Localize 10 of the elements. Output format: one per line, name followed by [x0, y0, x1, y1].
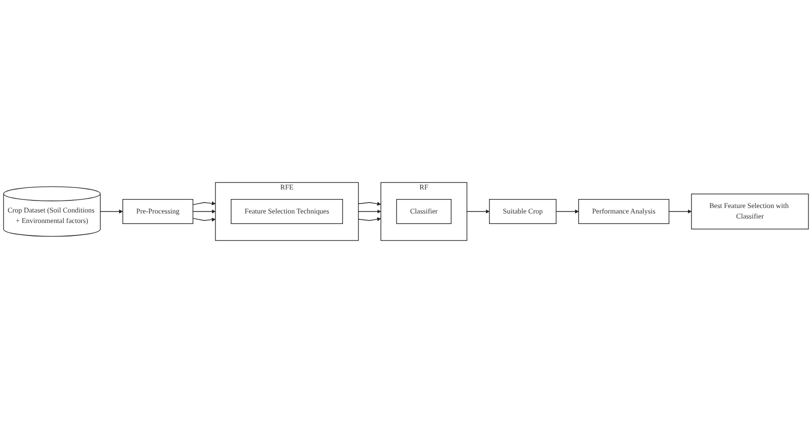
arrow [192, 218, 216, 222]
arrow [556, 210, 579, 214]
arrow [100, 210, 123, 214]
arrow [358, 210, 382, 214]
arrow [358, 202, 382, 206]
arrow [358, 217, 382, 222]
arrow [192, 201, 216, 206]
arrow [192, 210, 216, 214]
arrow [466, 210, 490, 214]
arrow [668, 210, 692, 214]
